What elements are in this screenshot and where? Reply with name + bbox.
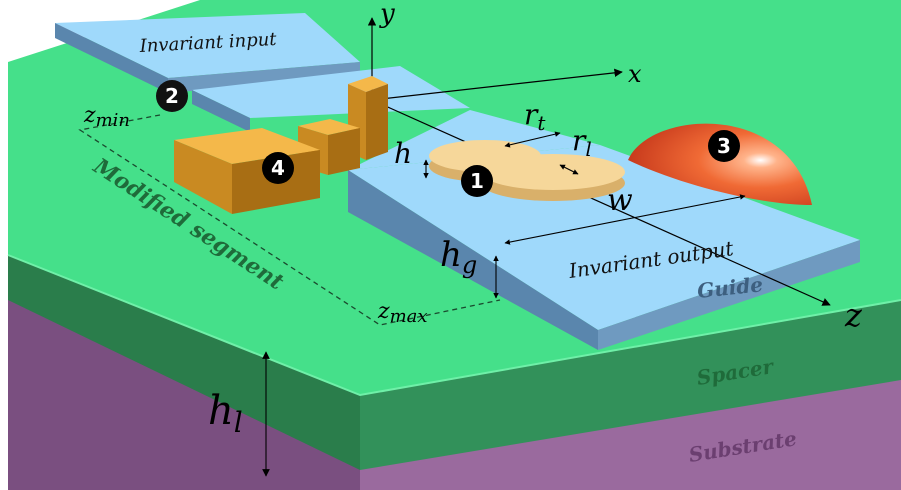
z-min-label: zmin [83, 103, 130, 131]
badge-2: 2 [156, 80, 188, 112]
modified-guide-segment [192, 66, 470, 132]
r-l-arrow [559, 164, 579, 175]
disk-bottom [481, 154, 625, 201]
invariant-input-guide [55, 13, 360, 93]
w-arrow [504, 194, 746, 245]
badge-4: 4 [262, 152, 294, 184]
h-label: h [394, 137, 412, 170]
svg-text:4: 4 [271, 156, 285, 180]
axis-y-label: y [379, 0, 395, 29]
h-l-label: hl [208, 388, 243, 439]
h-g-label: hg [440, 235, 477, 279]
x-axis [371, 68, 623, 101]
r-t-label: rt [524, 98, 546, 135]
modified-segment-outline [78, 114, 501, 326]
axis-x-label: x [628, 60, 642, 88]
svg-text:1: 1 [470, 169, 484, 193]
block-tall [348, 76, 388, 160]
badge-3: 3 [708, 130, 740, 162]
w-label: w [607, 183, 633, 218]
dome [628, 123, 812, 205]
badge-1: 1 [461, 165, 493, 197]
z-max-label: zmax [377, 299, 428, 327]
svg-text:3: 3 [717, 134, 731, 158]
svg-text:2: 2 [165, 84, 179, 108]
dimension-arrows [262, 131, 746, 477]
r-t-arrow [504, 131, 561, 148]
r-l-label: rl [572, 124, 592, 161]
axis-z-label: z [844, 296, 863, 334]
